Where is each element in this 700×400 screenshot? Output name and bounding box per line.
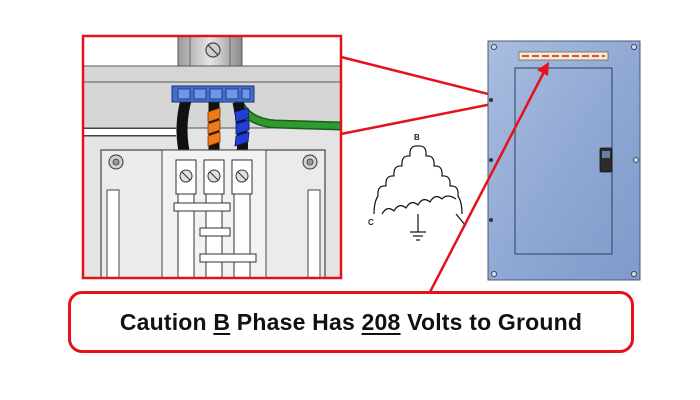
conduit-fitting: [177, 36, 243, 67]
panel-latch: [599, 147, 613, 173]
caption-pointer-arrow: [428, 62, 549, 293]
caption-middle: Phase Has: [230, 308, 362, 335]
panel-label-strip: [518, 51, 609, 61]
blue-connector: [171, 85, 255, 103]
inset-frame: [81, 34, 343, 280]
terminal-block-1: [175, 159, 197, 195]
caption-volts: 208: [361, 308, 401, 335]
electrical-panel: [487, 40, 641, 281]
blue-tape: [234, 107, 250, 147]
panel-enclosure: [487, 40, 641, 281]
caption-prefix: Caution: [119, 308, 214, 335]
terminal-block-3: [231, 159, 253, 195]
orange-tape: [207, 107, 221, 147]
panel-hinge: [489, 158, 493, 162]
panel-screw: [631, 270, 638, 277]
panel-screw: [631, 44, 638, 51]
panel-latch-screw: [633, 157, 639, 163]
panel-screw: [490, 44, 497, 51]
panel-screw: [490, 270, 497, 277]
bus-bars: [173, 193, 257, 278]
zoom-inset: [81, 34, 343, 280]
delta-diagram: B C: [368, 133, 467, 241]
delta-coil-right: [417, 145, 463, 215]
delta-coil-bottom: [381, 195, 457, 215]
caption-text: Caution B Phase Has 208 Volts to Ground: [120, 309, 582, 336]
caption-suffix: Volts to Ground: [400, 308, 583, 335]
delta-label-b: B: [414, 133, 420, 142]
caption-box: Caution B Phase Has 208 Volts to Ground: [68, 291, 634, 353]
panel-hinge: [489, 218, 493, 222]
delta-label-c: C: [368, 218, 374, 227]
terminal-block-2: [203, 159, 225, 195]
delta-coil-left: [373, 145, 419, 215]
inset-screw-left: [108, 154, 124, 170]
inset-screw-right: [302, 154, 318, 170]
zoom-callout-lines: [340, 55, 513, 136]
caption-phase: B: [213, 308, 231, 335]
panel-hinge: [489, 98, 493, 102]
